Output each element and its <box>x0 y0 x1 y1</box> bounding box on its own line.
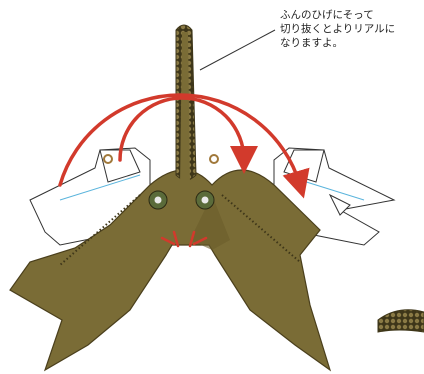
saw-rostrum <box>176 25 196 185</box>
callout-line-1: ふんのひげにそって <box>280 8 420 22</box>
left-eye <box>149 191 167 209</box>
callout-line-2: 切り抜くとよりリアルに <box>280 22 420 36</box>
secondary-saw-piece <box>378 310 424 332</box>
cut-tip-callout: ふんのひげにそって 切り抜くとよりリアルに なりますよ。 <box>280 8 420 50</box>
callout-line-3: なりますよ。 <box>280 36 420 50</box>
right-eye <box>196 191 214 209</box>
callout-leader-line <box>200 30 275 70</box>
